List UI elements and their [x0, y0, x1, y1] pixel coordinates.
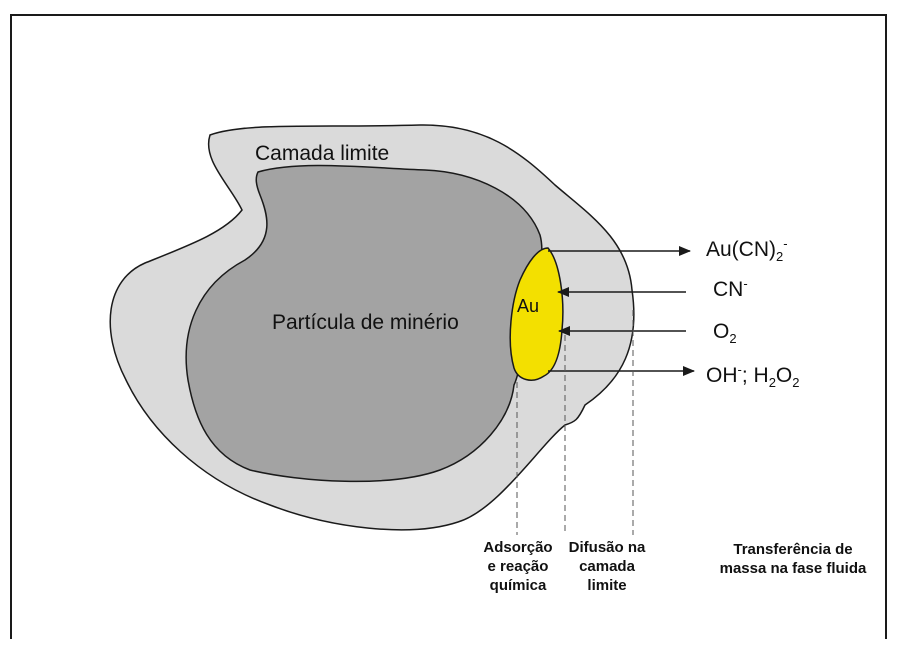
species-cn-base: CN: [713, 278, 743, 301]
species-aucn-sup: -: [783, 236, 787, 251]
gold-label: Au: [517, 296, 539, 317]
step-mass-transfer: Transferência de massa na fase fluida: [708, 540, 878, 578]
step-diffusion-line2: camada: [561, 557, 653, 576]
step-adsorption-line1: Adsorção: [480, 538, 556, 557]
particle-label: Partícula de minério: [272, 311, 459, 335]
species-h-base: ; H: [742, 364, 769, 387]
step-diffusion-line3: limite: [561, 576, 653, 595]
species-o2-sub: 2: [729, 331, 736, 346]
species-o2-base: O: [713, 320, 729, 343]
species-aucn: Au(CN)2-: [706, 236, 788, 264]
boundary-layer-label: Camada limite: [255, 142, 389, 166]
species-oh-h2o2: OH-; H2O2: [706, 362, 800, 390]
step-mass-transfer-line1: Transferência de: [708, 540, 878, 559]
step-adsorption-line2: e reação: [480, 557, 556, 576]
step-adsorption: Adsorção e reação química: [480, 538, 556, 595]
species-aucn-sub: 2: [776, 249, 783, 264]
step-diffusion: Difusão na camada limite: [561, 538, 653, 595]
step-adsorption-line3: química: [480, 576, 556, 595]
species-o-sub: 2: [792, 375, 799, 390]
species-aucn-base: Au(CN): [706, 238, 776, 261]
species-cn: CN-: [713, 276, 748, 302]
step-mass-transfer-line2: massa na fase fluida: [708, 559, 878, 578]
species-h-sub: 2: [769, 375, 776, 390]
species-cn-sup: -: [743, 276, 747, 291]
species-o2: O2: [713, 320, 737, 346]
species-oh-base: OH: [706, 364, 738, 387]
species-o-base: O: [776, 364, 792, 387]
step-diffusion-line1: Difusão na: [561, 538, 653, 557]
